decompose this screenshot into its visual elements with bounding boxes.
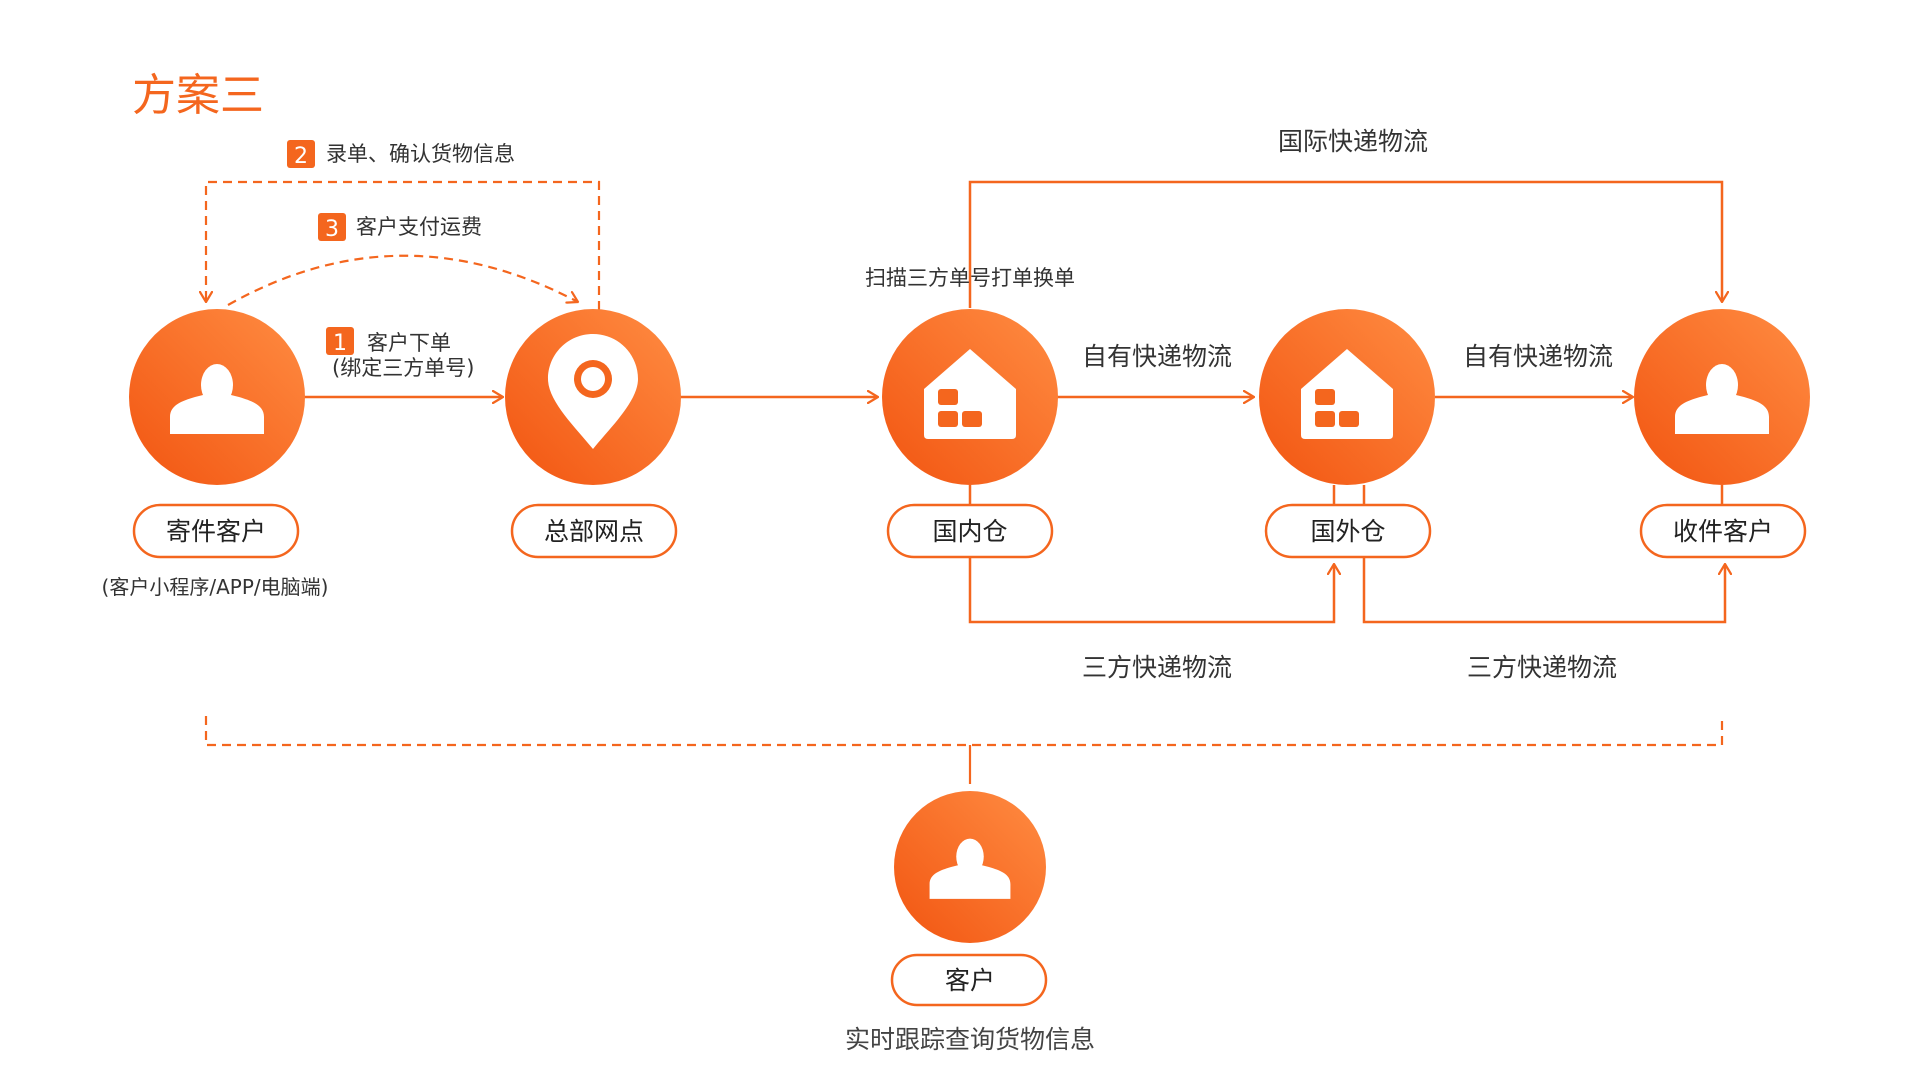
step-2-number: 2 [294,144,308,169]
step-3-number: 3 [325,217,339,242]
tracking-note: 实时跟踪查询货物信息 [845,1025,1095,1054]
receiver-label: 收件客户 [1673,517,1773,546]
scan-label: 扫描三方单号打单换单 [865,266,1075,290]
domestic-label: 国内仓 [932,517,1007,546]
step-1-badge [326,327,354,355]
node-receiver: 收件客户 [1634,309,1810,559]
tracking-bracket [204,716,1724,747]
own-express-label-1: 自有快递物流 [1082,342,1232,371]
node-customer: 客户 实时跟踪查询货物信息 [845,791,1095,1054]
customer-label: 客户 [945,966,995,995]
third-party-label-1: 三方快递物流 [1082,653,1232,682]
step-3-connector [227,254,578,306]
receiver-label-pill [1639,503,1807,559]
arrow-intl-express [968,180,1722,308]
step-1-label: 客户下单 [367,331,451,355]
step-3-label: 客户支付运费 [356,215,482,239]
step-3-badge [318,213,346,241]
hq-label: 总部网点 [544,517,644,546]
step-1-sub: (绑定三方单号) [332,356,474,380]
page-title: 方案三 [132,70,264,121]
location-pin-icon [548,334,638,449]
sender-label-pill [132,503,300,559]
overseas-label: 国外仓 [1310,517,1385,546]
step-2-badge [287,140,315,168]
node-domestic: 国内仓 [882,309,1058,559]
node-overseas: 国外仓 [1259,309,1435,559]
step-2-label: 录单、确认货物信息 [326,142,515,166]
overseas-label-pill [1264,503,1432,559]
step-1-number: 1 [333,331,347,356]
step-2-connector [206,180,601,310]
node-hq: 总部网点 [505,309,681,559]
domestic-label-pill [886,503,1054,559]
own-express-label-2: 自有快递物流 [1463,342,1613,371]
intl-express-label: 国际快递物流 [1278,127,1428,156]
sender-note: (客户小程序/APP/电脑端) [102,575,329,599]
sender-label: 寄件客户 [166,517,266,546]
node-sender: 寄件客户 (客户小程序/APP/电脑端) [102,309,329,599]
hq-label-pill [510,503,678,559]
customer-label-pill [890,953,1048,1007]
third-party-label-2: 三方快递物流 [1467,653,1617,682]
